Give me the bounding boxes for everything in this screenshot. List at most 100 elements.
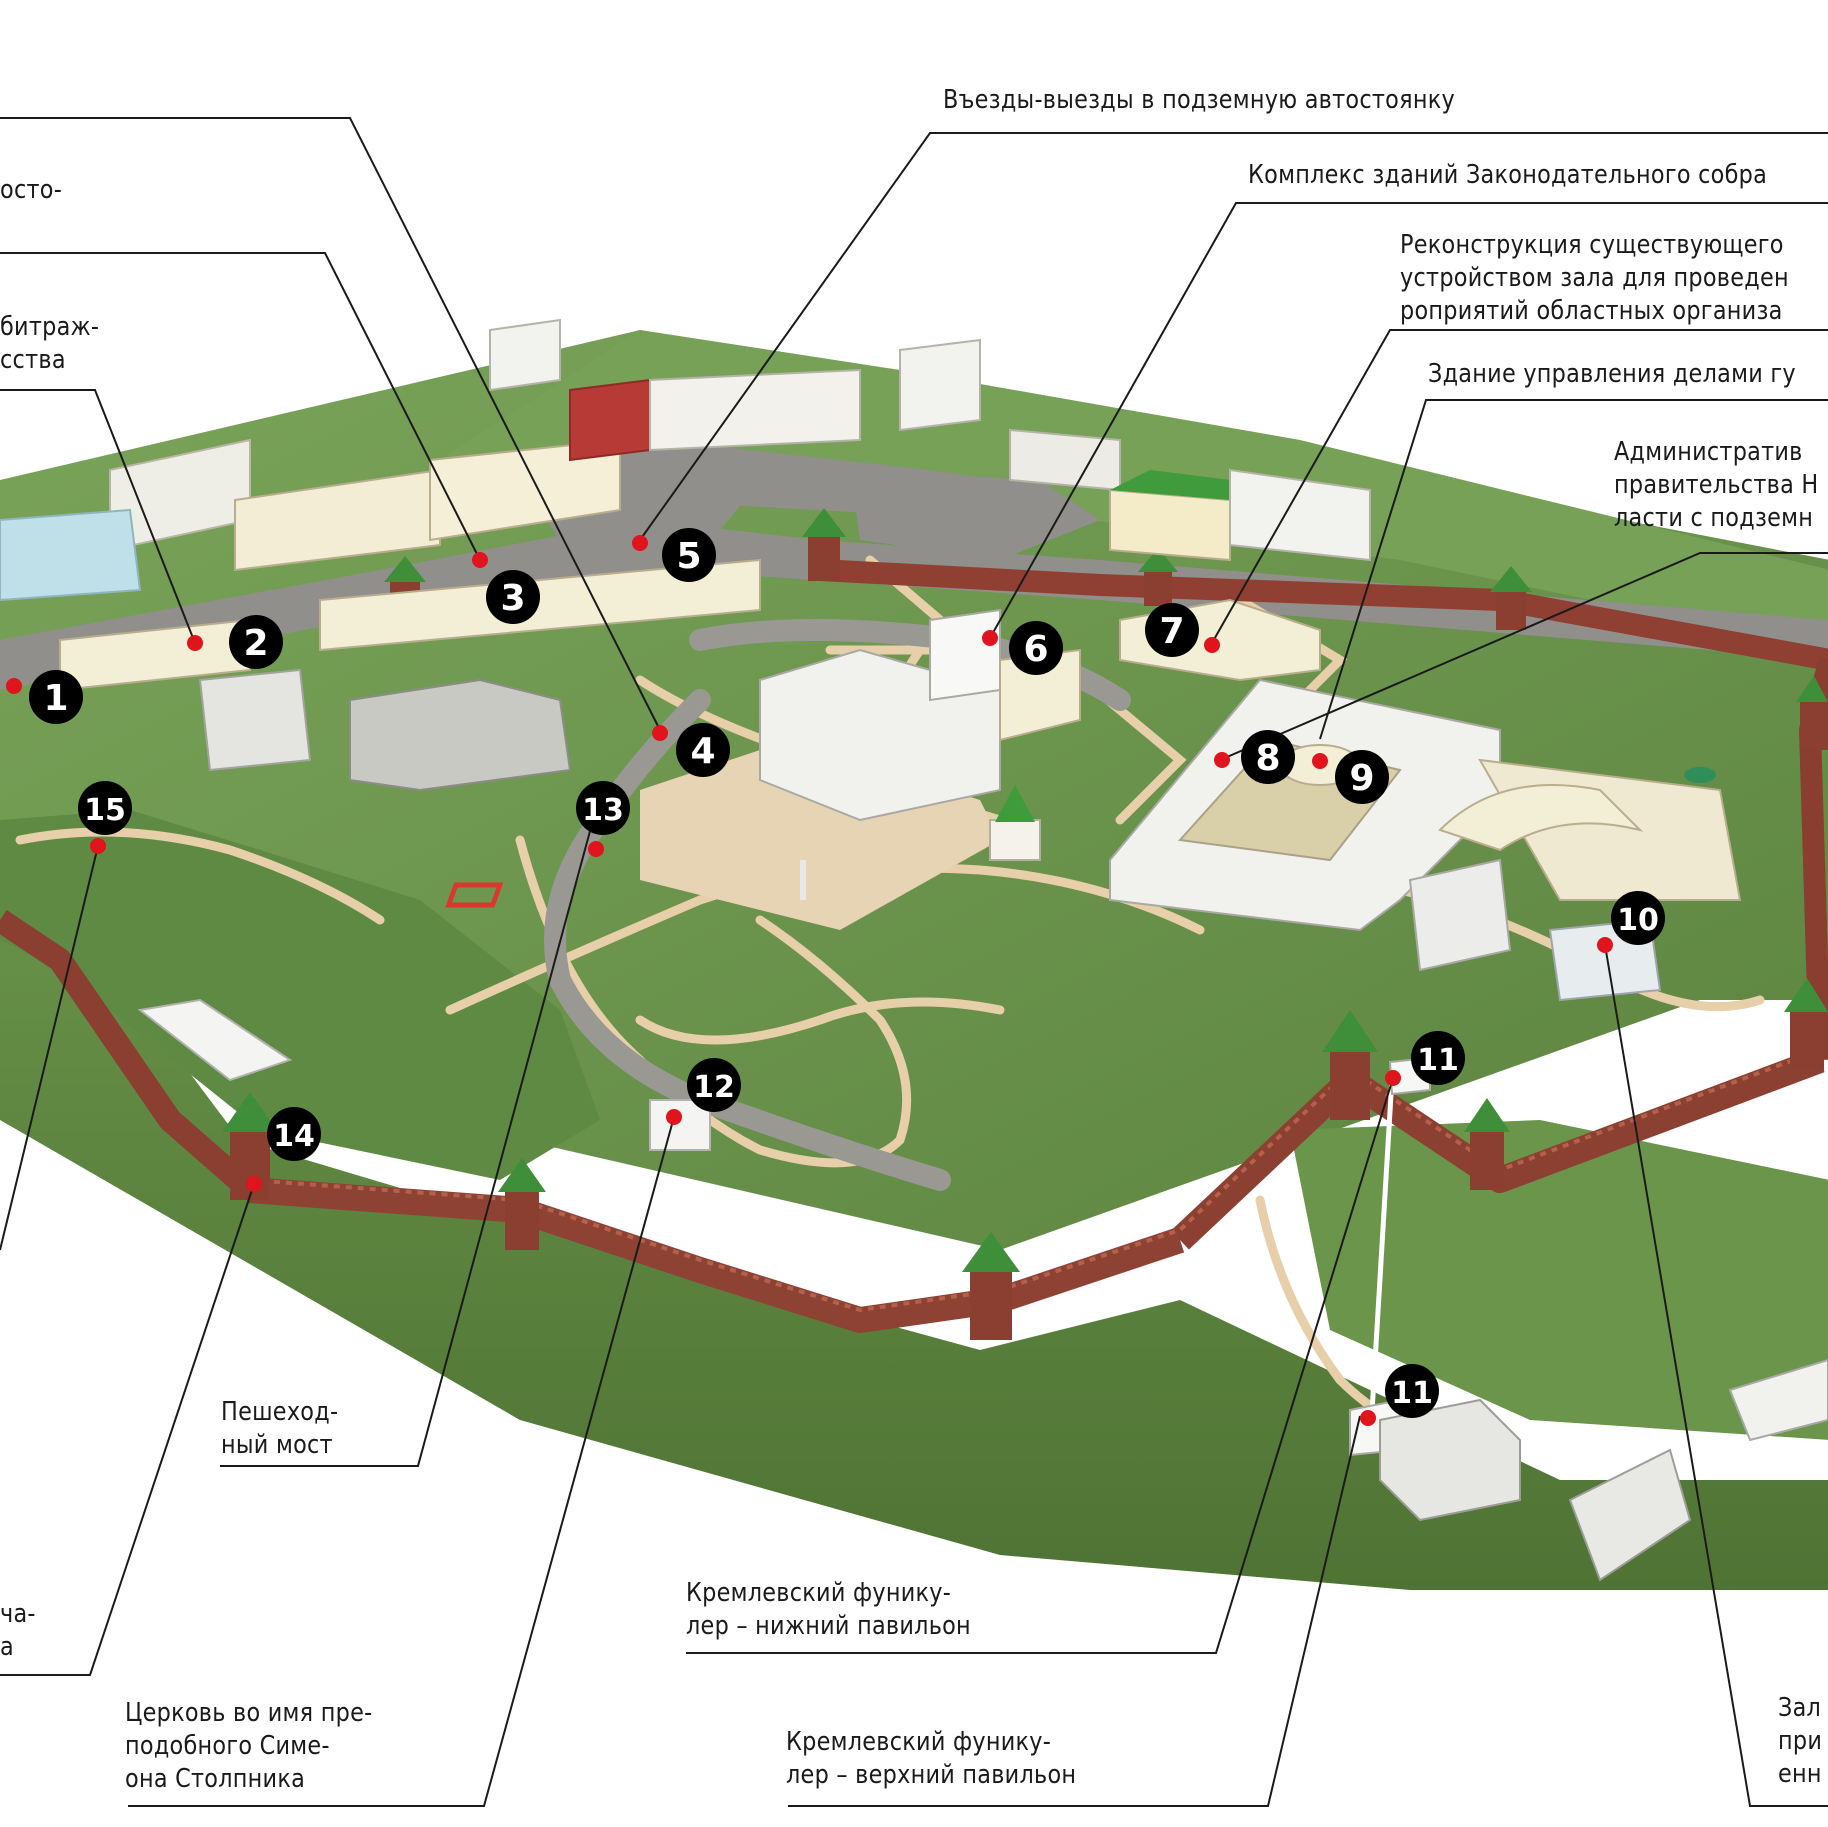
wall-west <box>0 910 258 1200</box>
tower <box>1784 978 1828 1070</box>
marker-14: 14 <box>246 1107 321 1192</box>
marker-number: 4 <box>690 731 715 772</box>
marker-4: 4 <box>652 723 730 777</box>
building-white <box>137 998 293 1082</box>
funicular-track <box>1369 1077 1395 1413</box>
path-curve <box>635 997 1005 1045</box>
marker-11-upper: 11 <box>1385 1031 1465 1086</box>
leader-pedestrian <box>220 808 597 1467</box>
marker-13: 13 <box>576 781 630 857</box>
wall-buildings <box>59 558 761 1082</box>
leader-affairs <box>1319 399 1828 740</box>
marker-number: 1 <box>43 678 68 719</box>
label-legislative-complex: Комплекс зданий Законодательного собра <box>1248 160 1768 190</box>
marker-15: 15 <box>78 781 132 854</box>
gov-crescent <box>1438 784 1644 852</box>
city-roof <box>1110 470 1230 500</box>
city-block <box>1109 488 1231 562</box>
tower <box>962 1232 1020 1340</box>
funicular <box>1349 1056 1521 1522</box>
leader-3 <box>0 252 481 561</box>
marker-number: 6 <box>1023 629 1048 670</box>
city-block <box>489 318 561 392</box>
leader-2 <box>0 389 196 644</box>
wall-south <box>249 1177 1185 1333</box>
riverside-buildings <box>1568 1358 1828 1582</box>
legislative-tower <box>929 608 1001 702</box>
label-admin-building: Административ правительства Н ласти с по… <box>1614 437 1819 533</box>
city-block <box>649 368 861 452</box>
path-west <box>15 827 385 925</box>
leader-lines <box>0 117 1828 1807</box>
lower-station-building <box>1379 1398 1521 1522</box>
marker-number: 12 <box>693 1070 735 1105</box>
city-block <box>0 508 142 602</box>
marker-number: 2 <box>243 623 268 664</box>
leader-funicular-lower <box>686 1077 1394 1654</box>
city-block <box>429 438 621 542</box>
marker-number: 3 <box>500 578 525 619</box>
city-buildings <box>0 318 1371 602</box>
marker-8: 8 <box>1214 730 1295 784</box>
marker-number: 15 <box>84 793 126 828</box>
marker-1: 1 <box>6 670 83 724</box>
leader-parking <box>639 132 1828 541</box>
label-church: Церковь во имя пре- подобного Симе- она … <box>125 1698 373 1794</box>
riverside-building <box>1728 1358 1828 1442</box>
marker-number: 14 <box>273 1119 315 1154</box>
tower <box>1490 566 1532 630</box>
marker-10: 10 <box>1597 891 1665 953</box>
riverside-building <box>1568 1448 1692 1582</box>
city-block <box>569 378 651 462</box>
city-block <box>899 338 981 432</box>
building-grey <box>349 678 572 792</box>
label-left-bottom: ча- а <box>0 1599 36 1662</box>
tower <box>1464 1098 1510 1190</box>
wall-north <box>819 559 1828 671</box>
label-top-left-2: битраж- сства <box>0 312 100 375</box>
tower <box>1796 676 1828 750</box>
leader-parking-4 <box>0 117 661 731</box>
marker-number: 5 <box>676 536 701 577</box>
main-street <box>0 520 1828 690</box>
wall-southeast <box>1171 1047 1825 1250</box>
marker-number: 10 <box>1617 903 1659 938</box>
tower <box>1138 548 1178 606</box>
building-long <box>319 558 761 652</box>
leader-legislative <box>989 202 1828 639</box>
tower <box>1322 1010 1378 1120</box>
label-parking-entries: Въезды-выезды в подземную автостоянку <box>943 85 1455 115</box>
label-right-bottom: Зал при енн <box>1778 1693 1823 1789</box>
city-block <box>234 468 441 572</box>
city-block <box>1229 468 1371 562</box>
legislative-complex <box>759 598 1321 822</box>
obelisk <box>800 860 806 900</box>
markers: 1 2 3 4 5 6 7 8 9 10 11 11 12 13 14 15 <box>6 528 1665 1426</box>
terrain-hill-left <box>0 810 600 1180</box>
marker-number: 13 <box>582 793 624 828</box>
label-affairs-building: Здание управления делами гу <box>1428 359 1796 389</box>
marker-3: 3 <box>472 552 540 624</box>
label-funicular-upper: Кремлевский фунику- лер – верхний павиль… <box>786 1727 1077 1790</box>
marker-9: 9 <box>1312 750 1389 804</box>
plaza-right <box>850 470 1100 560</box>
leader-admin <box>1219 552 1828 761</box>
marker-number: 11 <box>1391 1376 1433 1411</box>
marker-7: 7 <box>1145 603 1220 657</box>
tower <box>802 508 846 581</box>
marker-number: 7 <box>1159 611 1184 652</box>
cathedral <box>989 785 1041 861</box>
gov-green-dome <box>1684 767 1716 783</box>
marker-11-lower: 11 <box>1360 1364 1439 1426</box>
marker-6: 6 <box>982 621 1063 675</box>
tower <box>498 1158 546 1250</box>
marker-12: 12 <box>666 1058 741 1125</box>
marker-number: 8 <box>1255 738 1280 779</box>
terrain-right-low <box>1290 1120 1828 1440</box>
label-top-left-1: осто- <box>0 175 63 205</box>
leader-reconstruction <box>1211 329 1828 644</box>
label-pedestrian-bridge: Пешеход- ный мост <box>221 1397 339 1460</box>
marker-5: 5 <box>632 528 716 582</box>
marker-number: 11 <box>1417 1043 1459 1078</box>
